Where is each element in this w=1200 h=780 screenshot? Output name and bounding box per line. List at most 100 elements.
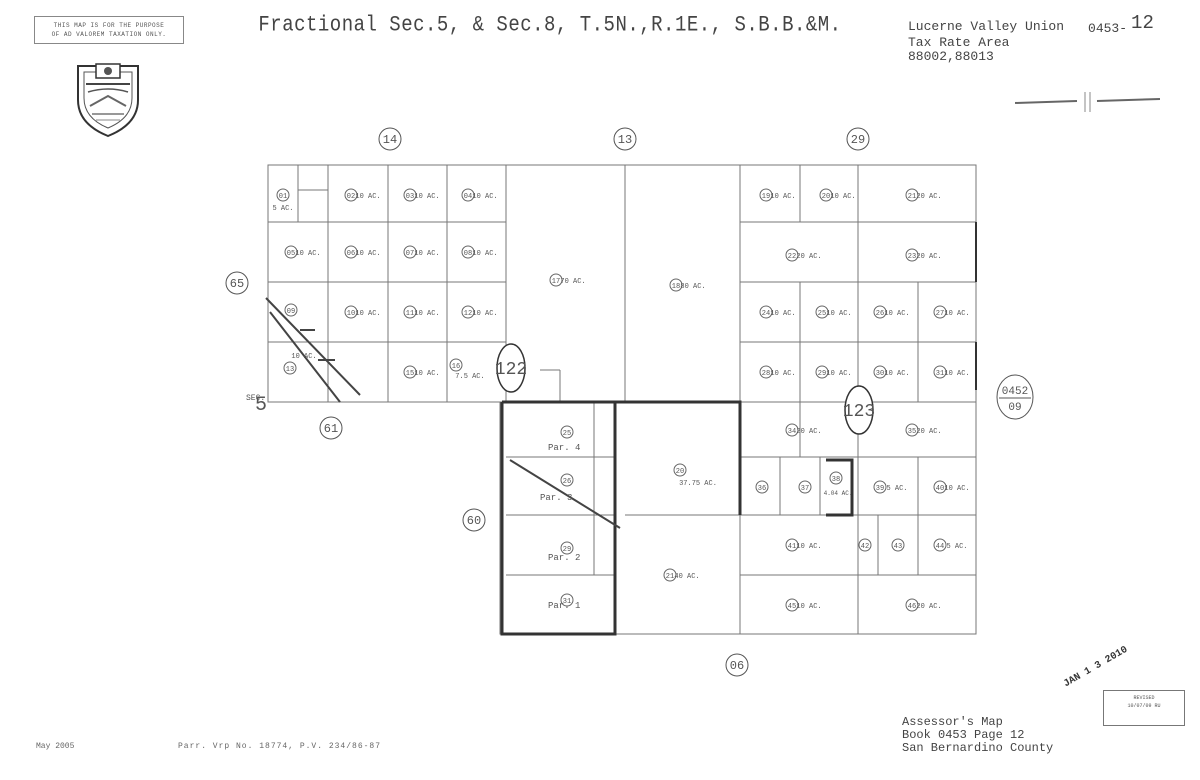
page-ref-left-60[interactable]: 60	[462, 508, 486, 532]
svg-text:10 AC.: 10 AC.	[291, 353, 316, 361]
svg-text:60: 60	[467, 514, 481, 528]
svg-text:10 AC.: 10 AC.	[944, 370, 969, 378]
svg-text:10 AC.: 10 AC.	[826, 370, 851, 378]
svg-text:07: 07	[406, 250, 414, 258]
svg-text:09: 09	[287, 308, 295, 316]
tax-rate-area-codes: 88002,88013	[908, 49, 994, 64]
parcel-map-label-4: Par. 4	[548, 443, 580, 453]
svg-text:31: 31	[563, 598, 571, 606]
svg-text:10 AC.: 10 AC.	[770, 370, 795, 378]
svg-text:29: 29	[563, 546, 571, 554]
svg-text:4.04 AC.: 4.04 AC.	[824, 490, 853, 497]
page-ref-bottom-06[interactable]: 06	[725, 653, 749, 677]
svg-text:20 AC.: 20 AC.	[796, 253, 821, 261]
svg-text:13: 13	[618, 133, 632, 147]
svg-text:10 AC.: 10 AC.	[355, 310, 380, 318]
page-ref-left-61[interactable]: 61	[319, 416, 343, 440]
tax-rate-area-block: Lucerne Valley Union 0453-12 Tax Rate Ar…	[908, 14, 1154, 64]
parcel-par3-number: 26	[560, 473, 574, 487]
parcel-par4-number: 25	[560, 425, 574, 439]
parcel-47-small: 4.04 AC.	[824, 490, 853, 497]
parcel-par2-number: 29	[560, 541, 574, 555]
parcel-38: 38	[829, 471, 843, 485]
svg-text:10 AC.: 10 AC.	[414, 310, 439, 318]
parcel-map-label-2: Par. 2	[548, 553, 580, 563]
svg-text:10 AC.: 10 AC.	[796, 603, 821, 611]
tax-rate-area-label: Tax Rate Area	[908, 35, 1010, 50]
svg-text:44: 44	[936, 543, 944, 551]
svg-text:61: 61	[324, 422, 338, 436]
svg-text:04: 04	[464, 193, 472, 201]
svg-text:23: 23	[908, 253, 916, 261]
svg-text:31: 31	[936, 370, 944, 378]
parcel-16: 167.5 AC.	[449, 358, 485, 381]
svg-text:30: 30	[876, 370, 884, 378]
svg-text:10 AC.: 10 AC.	[884, 310, 909, 318]
svg-text:10 AC.: 10 AC.	[826, 310, 851, 318]
disclaimer-line-1: THIS MAP IS FOR THE PURPOSE	[53, 22, 165, 29]
svg-text:34: 34	[788, 428, 796, 436]
svg-text:123: 123	[843, 402, 875, 422]
svg-text:05: 05	[287, 250, 295, 258]
parcel-map-boundary	[500, 222, 977, 636]
book-page-number: 0453-12	[1088, 14, 1154, 36]
parcel-09: 09	[284, 303, 298, 317]
parcel-map-label-3: Par. 3	[540, 493, 572, 503]
block-numbers: 122 123	[495, 343, 875, 435]
block-122[interactable]: 122	[495, 343, 527, 393]
svg-text:SEC.: SEC.	[246, 394, 265, 403]
svg-text:26: 26	[876, 310, 884, 318]
svg-text:26: 26	[563, 478, 571, 486]
svg-text:10 AC.: 10 AC.	[295, 250, 320, 258]
svg-text:36: 36	[758, 485, 766, 493]
svg-text:20: 20	[676, 468, 684, 476]
svg-text:10 AC.: 10 AC.	[770, 310, 795, 318]
svg-text:10 AC.: 10 AC.	[472, 250, 497, 258]
page-ref-top-13[interactable]: 13	[613, 127, 637, 151]
parcel-43: 43	[891, 538, 905, 552]
svg-text:10: 10	[347, 310, 355, 318]
page-ref-left-65[interactable]: 65	[225, 271, 249, 295]
svg-text:10 AC.: 10 AC.	[414, 250, 439, 258]
svg-text:12: 12	[464, 310, 472, 318]
svg-text:39: 39	[876, 485, 884, 493]
svg-text:06: 06	[730, 659, 744, 673]
book-number: 0453-	[1088, 21, 1128, 36]
assessor-map-block: Assessor's Map Book 0453 Page 12 San Ber…	[902, 716, 1053, 755]
parcel-map-label-1: Par. 1	[548, 601, 580, 611]
page-ref-top-14[interactable]: 14	[378, 127, 402, 151]
block-123[interactable]: 123	[843, 385, 875, 435]
svg-text:40 AC.: 40 AC.	[674, 573, 699, 581]
page-ref-book-0452[interactable]: 0452 09	[996, 374, 1034, 420]
svg-text:10 AC.: 10 AC.	[472, 193, 497, 201]
svg-text:5 AC.: 5 AC.	[886, 485, 907, 493]
assessor-line-2: Book 0453 Page 12	[902, 728, 1025, 742]
page-ref-top-29[interactable]: 29	[846, 127, 870, 151]
svg-text:10 AC.: 10 AC.	[414, 370, 439, 378]
assessor-line-1: Assessor's Map	[902, 715, 1003, 729]
svg-text:10 AC.: 10 AC.	[830, 193, 855, 201]
svg-text:10 AC.: 10 AC.	[414, 193, 439, 201]
assessor-line-3: San Bernardino County	[902, 741, 1054, 755]
parcel-01: 015 AC.	[272, 188, 294, 213]
svg-text:46: 46	[908, 603, 916, 611]
